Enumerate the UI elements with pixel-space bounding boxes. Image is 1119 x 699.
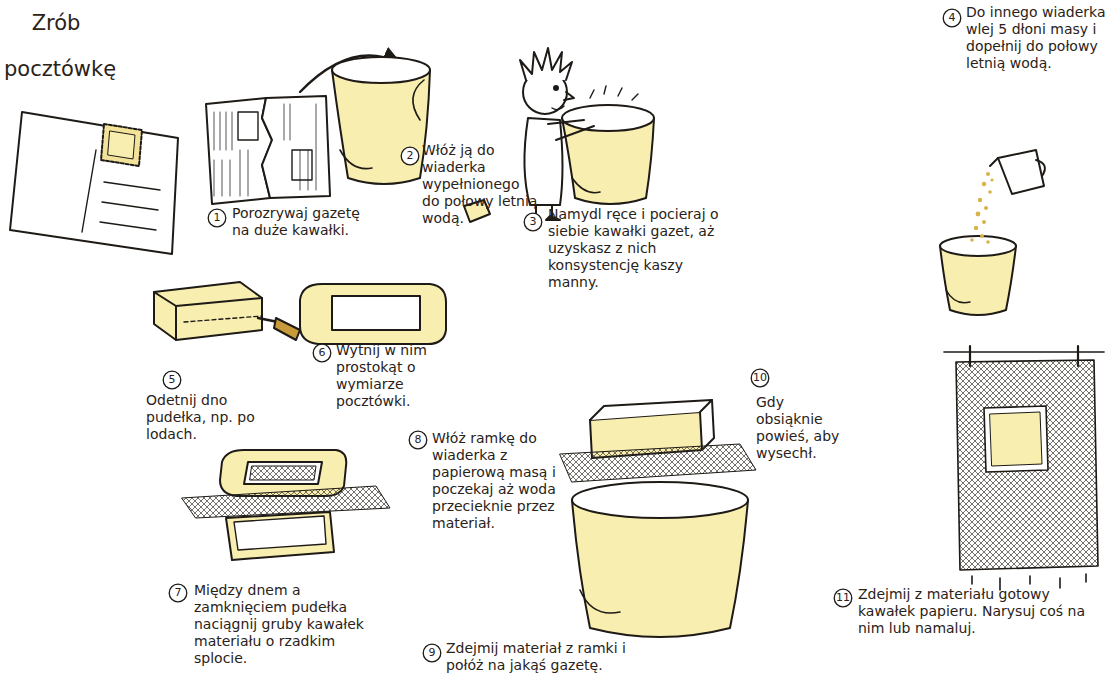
mould-assembly-drawing (182, 450, 390, 560)
step-number-circle: 11 (833, 588, 853, 608)
step-number-circle: 10 (750, 368, 770, 388)
step-instruction: Porozrywaj gazetę na duże kawałki. (232, 205, 364, 239)
step-number: 1 (207, 208, 227, 228)
hanging-paper-drawing (944, 346, 1104, 590)
step-number: 3 (523, 212, 543, 232)
pouring-drawing (940, 150, 1045, 315)
step-number: 7 (168, 583, 188, 603)
step-number: 9 (422, 643, 442, 663)
postcard-drawing (10, 112, 178, 254)
step-number: 8 (408, 430, 428, 450)
step-number-circle: 7 (168, 583, 188, 603)
step-number-circle: 8 (408, 430, 428, 450)
step-number-circle: 2 (400, 146, 420, 166)
step-instruction: Włóż ramkę do wiaderka z papierową masą … (432, 430, 574, 532)
step-instruction: Odetnij dno pudełka, np. po lodach. (146, 392, 258, 443)
step-number-circle: 1 (207, 208, 227, 228)
step-number: 5 (162, 370, 182, 390)
step-instruction: Gdy obsiąknie powieś, aby wysechł. (756, 394, 846, 462)
frame-drawing (300, 284, 446, 344)
step-number-circle: 9 (422, 643, 442, 663)
step-instruction: Zdejmij materiał z ramki i połóż na jaką… (446, 640, 634, 674)
step-instruction: Do innego wiaderka wlej 5 dłoni masy i d… (966, 4, 1114, 72)
step-number: 2 (400, 146, 420, 166)
step-number-circle: 5 (162, 370, 182, 390)
box-cutting-drawing (154, 282, 300, 340)
step-number-circle: 3 (523, 212, 543, 232)
step-instruction: Namydl ręce i pocieraj o siebie kawałki … (548, 206, 726, 291)
step-number: 4 (942, 8, 962, 28)
step-number: 11 (833, 588, 853, 608)
step-number: 6 (312, 343, 332, 363)
step-number-circle: 6 (312, 343, 332, 363)
step-instruction: Włóż ją do wiaderka wypełnionego do poło… (422, 142, 540, 227)
step-instruction: Zdejmij z materiału gotowy kawałek papie… (858, 586, 1094, 637)
step-number: 10 (750, 368, 770, 388)
title: Zrób pocztówkę (4, 0, 108, 92)
step-instruction: Wytnij w nim prostokąt o wymiarze pocztó… (336, 342, 448, 410)
step-instruction: Między dnem a zamknięciem pudełka naciąg… (194, 582, 390, 667)
bucket-drawing (332, 57, 430, 184)
step-number-circle: 4 (942, 8, 962, 28)
mould-in-bucket-drawing (560, 400, 756, 637)
